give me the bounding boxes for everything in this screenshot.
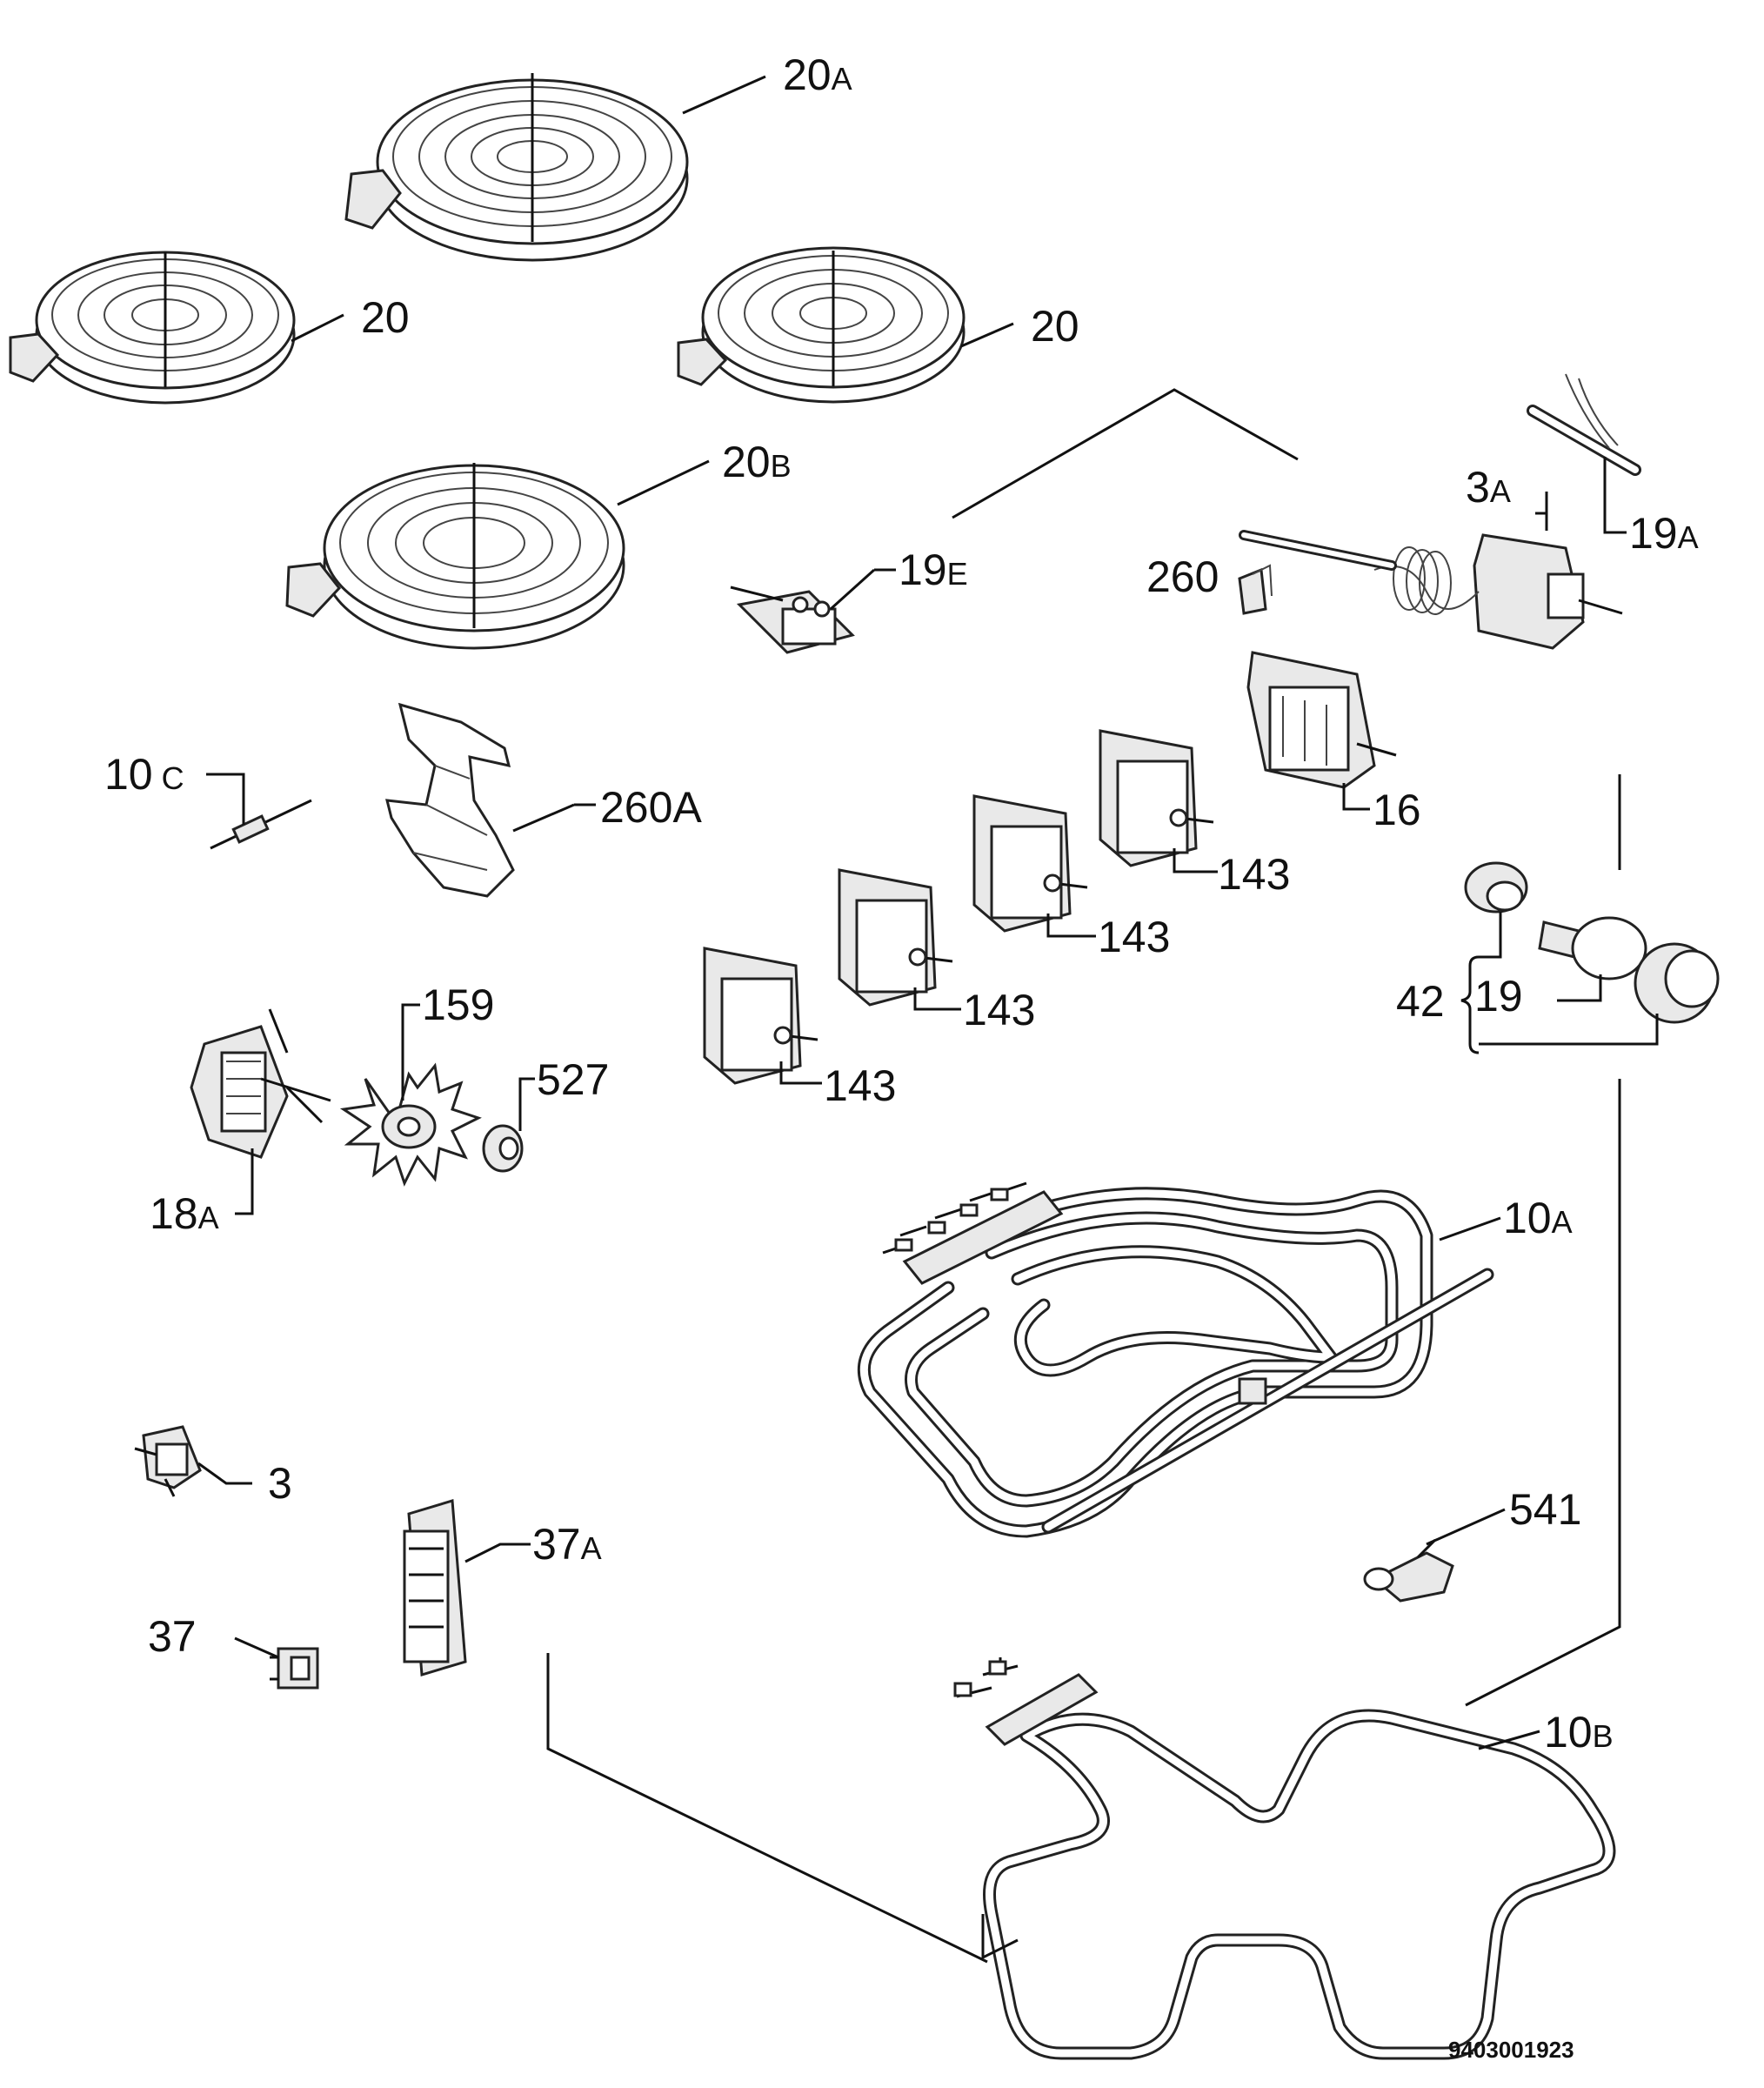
sensor-19A	[1527, 373, 1641, 476]
switch-37	[270, 1647, 319, 1690]
label-3: 3	[197, 1459, 292, 1508]
label-10C: 10 C	[104, 750, 245, 825]
lamp-holder	[1464, 861, 1528, 914]
hotplate-20-left	[9, 251, 296, 405]
hotplate-20-right	[677, 246, 966, 404]
thermostat-3A	[1239, 530, 1623, 650]
label-20-right: 20	[960, 302, 1079, 351]
svg-text:260A: 260A	[600, 783, 702, 832]
svg-text:143: 143	[1218, 850, 1290, 899]
label-143-4: 143	[779, 1061, 896, 1110]
hotplate-20B	[285, 463, 625, 650]
svg-text:20A: 20A	[783, 50, 852, 99]
label-3A: 3A	[1466, 463, 1548, 531]
heating-element-10A	[857, 1181, 1494, 1538]
svg-text:260: 260	[1146, 552, 1219, 601]
svg-text:143: 143	[963, 986, 1035, 1034]
svg-text:10B: 10B	[1544, 1708, 1614, 1757]
svg-text:19A: 19A	[1629, 509, 1699, 558]
label-143-2: 143	[1046, 913, 1170, 961]
svg-text:18A: 18A	[150, 1189, 219, 1238]
svg-text:3: 3	[268, 1459, 292, 1508]
label-19: 19	[1474, 972, 1523, 1021]
svg-text:3A: 3A	[1466, 463, 1511, 512]
label-16: 16	[1342, 783, 1421, 834]
label-143-1: 143	[1173, 848, 1290, 899]
regulator-143-3	[838, 868, 953, 1007]
label-37: 37	[148, 1612, 279, 1661]
nut-527	[482, 1124, 524, 1173]
label-37A: 37A	[464, 1520, 602, 1569]
svg-text:159: 159	[422, 980, 494, 1029]
label-19E: 19E	[874, 545, 968, 594]
svg-text:19E: 19E	[899, 545, 968, 594]
svg-text:143: 143	[824, 1061, 896, 1110]
fan-blade-159	[339, 1062, 482, 1187]
regulator-143-1	[1099, 729, 1214, 867]
label-10A: 10A	[1439, 1194, 1573, 1242]
svg-text:541: 541	[1509, 1485, 1581, 1534]
label-20A: 20A	[682, 50, 852, 115]
fan-motor-18A	[190, 1008, 331, 1159]
svg-text:143: 143	[1098, 913, 1170, 961]
label-260A: 260A	[512, 783, 702, 833]
clip-260	[1238, 564, 1273, 615]
label-19A: 19A	[1603, 457, 1699, 558]
clip-541	[1363, 1538, 1454, 1603]
label-527: 527	[518, 1055, 609, 1131]
svg-text:20: 20	[1031, 302, 1079, 351]
document-number: 9403001923	[1448, 2037, 1574, 2063]
label-42: 42	[1396, 977, 1445, 1026]
lamp-bulb	[1538, 916, 1647, 980]
group-bracket-bottom	[546, 1653, 1019, 1964]
heating-element-10B	[953, 1657, 1616, 2060]
group-bracket-top	[952, 388, 1299, 519]
regulator-143-4	[703, 947, 819, 1085]
svg-text:42: 42	[1396, 977, 1445, 1026]
regulator-143-2	[972, 794, 1088, 933]
lamp-cover	[1634, 942, 1720, 1024]
label-20-left: 20	[291, 293, 410, 343]
terminal-19E	[730, 568, 876, 654]
svg-text:37: 37	[148, 1612, 197, 1661]
svg-text:37A: 37A	[532, 1520, 602, 1569]
bracket-260A	[385, 702, 515, 898]
svg-text:20: 20	[361, 293, 410, 342]
label-20B: 20B	[617, 438, 792, 506]
group-bracket-right	[1465, 774, 1621, 1707]
svg-text:10 C: 10 C	[104, 750, 184, 799]
hotplate-20A	[344, 73, 689, 262]
thermostat-3	[134, 1425, 202, 1497]
label-159: 159	[401, 980, 494, 1101]
label-143-3: 143	[913, 986, 1035, 1034]
label-541: 541	[1426, 1485, 1581, 1546]
label-10B: 10B	[1478, 1708, 1614, 1757]
label-260: 260	[1146, 552, 1219, 601]
fuse-10C	[210, 799, 312, 850]
terminal-strip-37A	[403, 1499, 467, 1676]
svg-text:527: 527	[537, 1055, 609, 1104]
svg-text:10A: 10A	[1503, 1194, 1573, 1242]
switch-16	[1246, 651, 1397, 789]
svg-text:19: 19	[1474, 972, 1523, 1021]
svg-text:16: 16	[1373, 786, 1421, 834]
label-18A: 18A	[150, 1148, 254, 1238]
lamp-group-bracket	[1460, 912, 1659, 1054]
svg-text:20B: 20B	[722, 438, 792, 486]
